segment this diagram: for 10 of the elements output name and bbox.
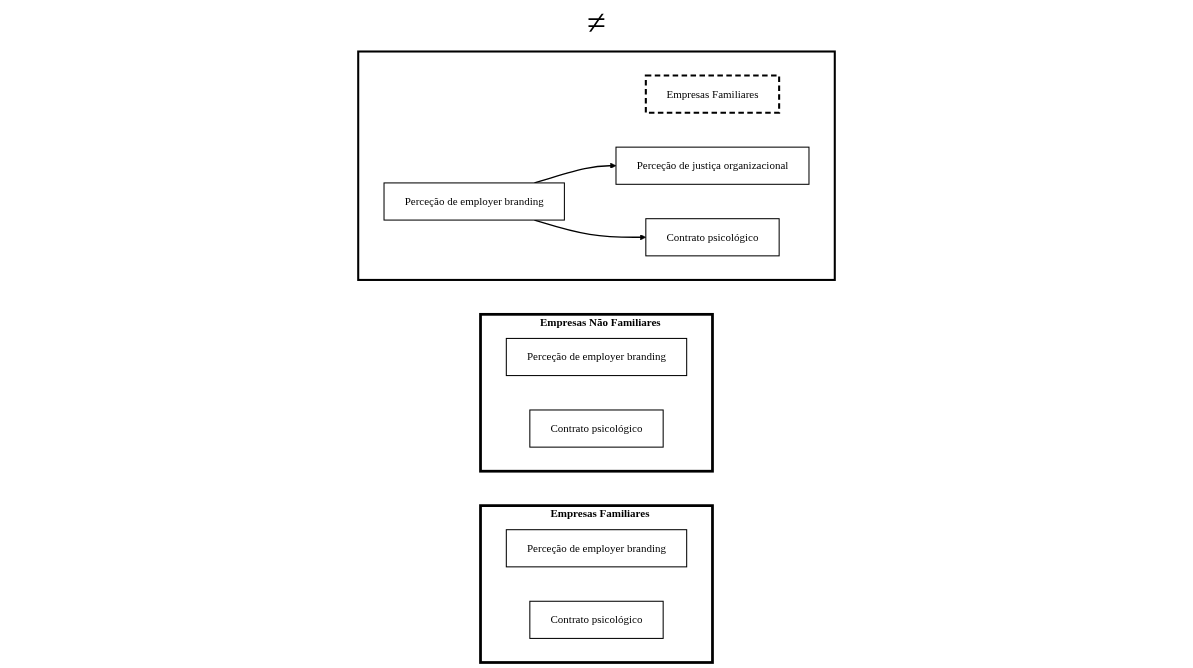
node-box: Perceção de employer branding	[505, 529, 688, 568]
node-box: Contrato psicológico	[529, 600, 664, 639]
node-box: Perceção de employer branding	[505, 337, 688, 377]
node-box: Contrato psicológico	[645, 218, 780, 257]
node-box: Perceção de justiça organizacional	[615, 146, 810, 185]
node-box: Empresas Familiares	[644, 74, 781, 114]
not-equal-sign: ≠	[587, 4, 606, 41]
node-box: Contrato psicológico	[529, 409, 664, 448]
node-box: Perceção de employer branding	[383, 182, 565, 221]
cluster	[357, 50, 836, 281]
